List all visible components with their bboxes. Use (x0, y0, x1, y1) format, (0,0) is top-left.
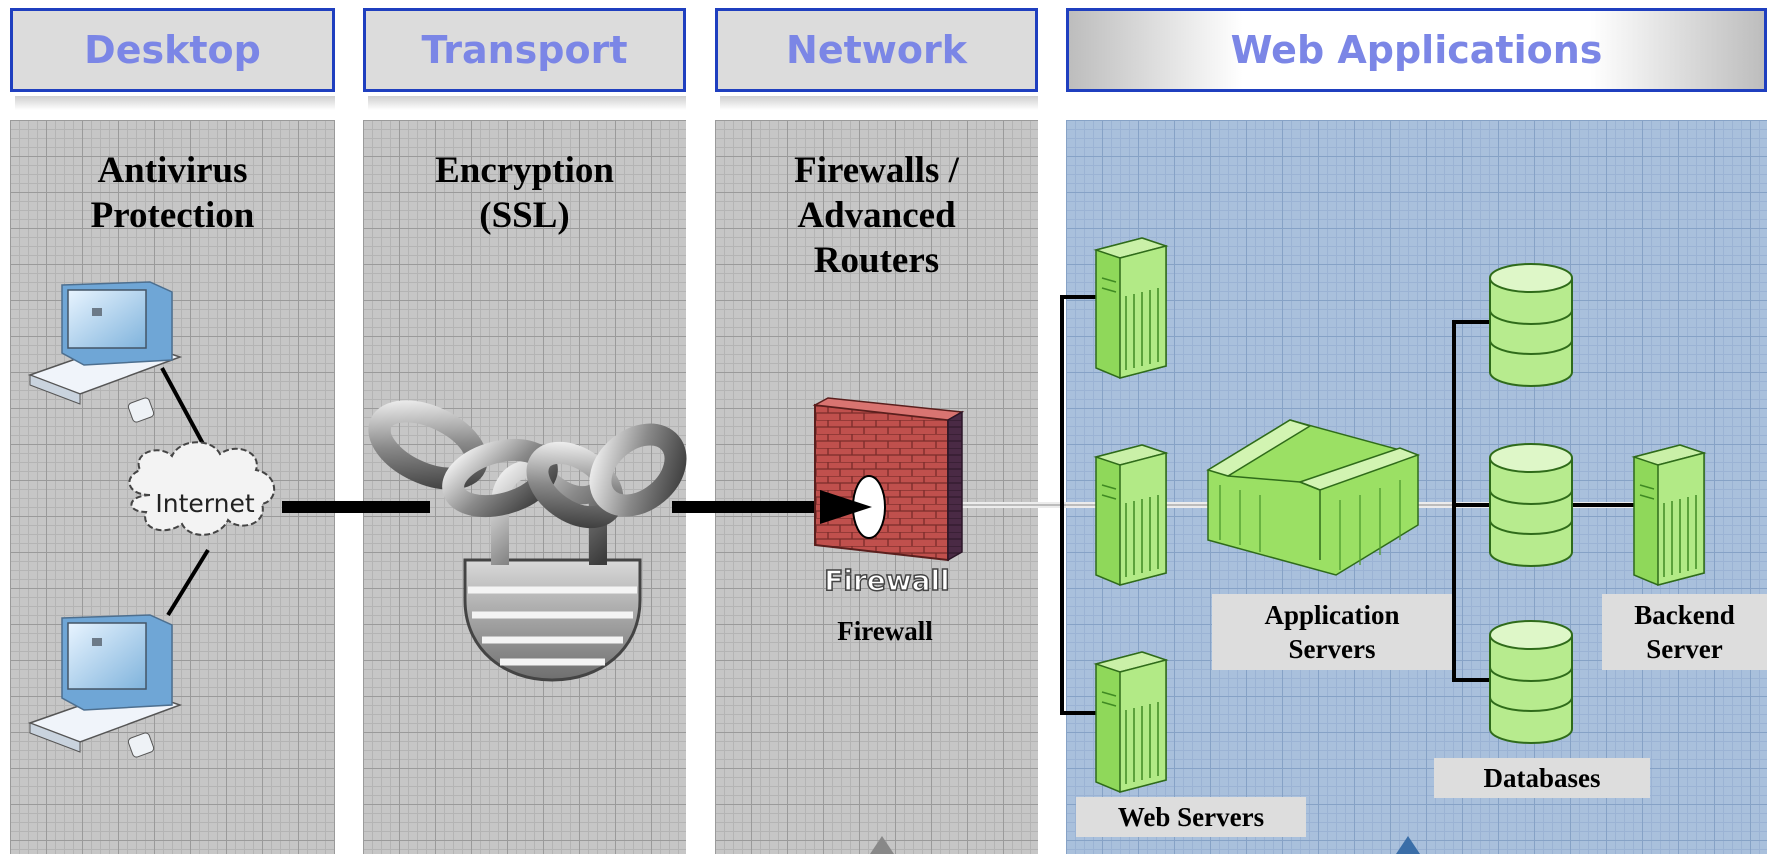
database-icon (1489, 263, 1573, 387)
application-server-icon (1206, 419, 1421, 576)
header-transport: Transport (363, 8, 686, 92)
header-desktop: Desktop (10, 8, 335, 92)
databases-label: Databases (1434, 758, 1650, 798)
cloud-icon (128, 441, 276, 536)
server-icon (1093, 444, 1169, 586)
computer-icon (27, 281, 183, 423)
panel-transport (363, 120, 686, 854)
firewall-label: Firewall (837, 616, 933, 646)
triangle-marker (1396, 836, 1420, 854)
header-network: Network (715, 8, 1038, 92)
internet-label: Internet (155, 489, 255, 518)
server-icon (1631, 444, 1707, 586)
transport-panel-title: Encryption(SSL) (435, 150, 614, 236)
firewall-icon (812, 397, 965, 562)
database-icon (1489, 443, 1573, 567)
padlock-chain-icon (368, 400, 687, 682)
header-web-applications: Web Applications (1066, 8, 1767, 92)
web-servers-label: Web Servers (1076, 797, 1306, 837)
computer-icon (27, 614, 183, 758)
server-icon (1093, 237, 1169, 379)
database-icon (1489, 620, 1573, 744)
server-icon (1093, 651, 1169, 793)
firewall-image-label: Firewall (824, 563, 951, 598)
triangle-marker (870, 836, 894, 854)
